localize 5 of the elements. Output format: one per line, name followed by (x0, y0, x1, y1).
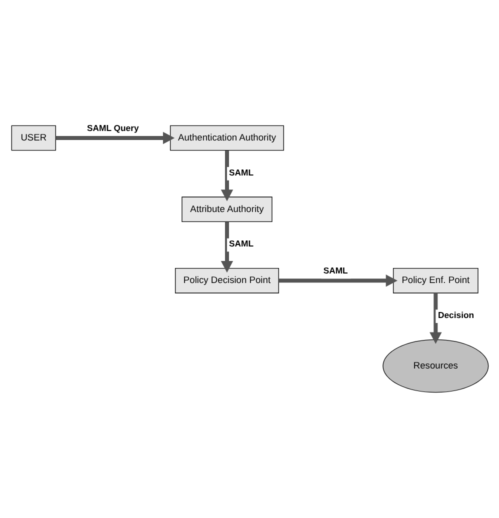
edge-label: SAML (228, 238, 254, 249)
edge-label: SAML Query (86, 122, 138, 133)
edge-label: SAML (322, 266, 348, 276)
edge-label: Decision (438, 310, 474, 320)
edge-label: SAML (228, 167, 254, 178)
